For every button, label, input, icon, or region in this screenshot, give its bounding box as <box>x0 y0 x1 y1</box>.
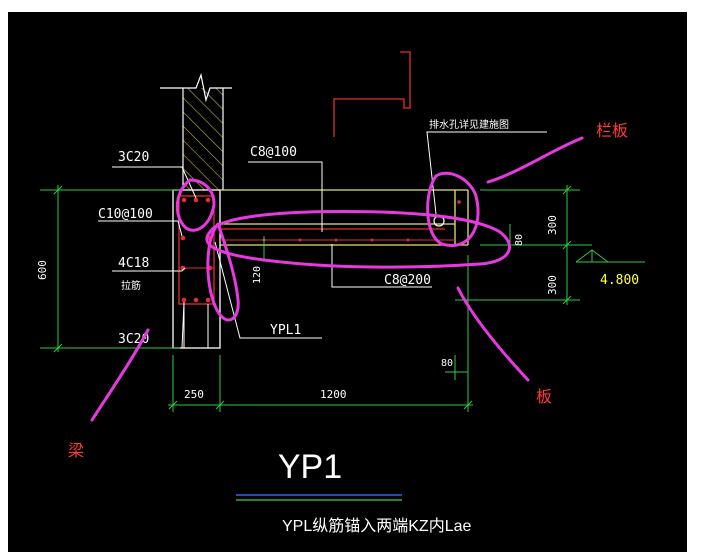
markup-arrow-slab <box>456 286 530 382</box>
markup-loop-beam <box>206 222 240 322</box>
tick <box>53 343 63 353</box>
leader-slab-top <box>248 161 323 232</box>
leader-slab-bottom <box>331 244 432 288</box>
leader-stirrup <box>98 220 183 237</box>
dim-upper-height: 300 <box>546 215 559 235</box>
side-bar-1 <box>180 235 186 241</box>
bottom-bar-3 <box>205 297 211 303</box>
tick <box>562 295 572 305</box>
title-note: YPL纵筋锚入两端KZ内Lae <box>282 517 471 535</box>
markup-circle-drain <box>426 171 480 247</box>
tick <box>215 400 225 410</box>
top-bar-1 <box>181 197 187 203</box>
tick <box>562 240 572 250</box>
break-line <box>160 72 232 103</box>
markup-circle-top-bars <box>175 178 216 232</box>
drawing-area <box>8 12 687 552</box>
markup-arrow-parapet <box>486 136 584 184</box>
beam-stirrup <box>178 195 215 305</box>
label-side-bars: 4C18 <box>118 256 149 271</box>
tick <box>463 400 473 410</box>
leader-drain <box>426 131 547 215</box>
label-slab-bottom-bars: C8@200 <box>384 273 431 288</box>
parapet-above-outline <box>333 51 411 137</box>
markup-label-slab: 板 <box>536 388 552 406</box>
dimension-lines <box>40 185 645 412</box>
markup-label-parapet: 栏板 <box>596 122 628 140</box>
slab-dist-bar-2 <box>298 238 302 242</box>
label-slab-top-bars: C8@100 <box>250 145 297 160</box>
markup-arrow-beam <box>90 328 150 422</box>
top-bar-2 <box>193 197 199 203</box>
tick <box>562 185 572 195</box>
leader-top-bars <box>112 166 197 199</box>
markup-strokes <box>90 136 584 422</box>
parapet-bar <box>457 200 461 204</box>
leader-side-bars <box>112 267 186 272</box>
label-stirrup: C10@100 <box>98 207 153 222</box>
annotations: 3C20 C10@100 4C18 拉筋 3C20 C8@100 C8@200 … <box>98 118 509 347</box>
label-drain-note: 排水孔详见建施图 <box>429 118 509 131</box>
cantilever-slab <box>220 189 469 246</box>
label-slab-name: YPL1 <box>270 323 301 338</box>
bottom-bar-2 <box>193 297 199 303</box>
dimension-text: 600 300 300 80 120 80 250 1200 <box>36 215 559 401</box>
dim-beam-height: 600 <box>36 260 49 280</box>
markup-label-beam: 梁 <box>68 442 84 460</box>
dim-slab-120: 120 <box>252 266 263 284</box>
upper-wall <box>160 72 232 190</box>
tick <box>168 400 178 410</box>
elevation-value: 4.800 <box>600 273 639 288</box>
markup-loop-slab <box>205 210 511 269</box>
dim-80-label: 80 <box>441 358 453 369</box>
leader-slab-name <box>214 241 322 339</box>
slab-dist-bar-3 <box>334 238 338 242</box>
slab-dist-bar-5 <box>406 238 410 242</box>
markup-labels: 栏板 板 梁 <box>68 122 628 460</box>
dim-lower-height: 300 <box>546 275 559 295</box>
label-top-bars: 3C20 <box>118 150 149 165</box>
top-bar-3 <box>205 197 211 203</box>
tick <box>53 185 63 195</box>
wall-hatch <box>183 88 223 190</box>
beam-outline <box>172 189 221 349</box>
bottom-bar-1 <box>181 297 187 303</box>
dim-parapet-thk: 80 <box>514 234 525 246</box>
label-tie: 拉筋 <box>121 279 141 292</box>
dim-cantilever: 1200 <box>320 388 347 401</box>
dim-beam-width: 250 <box>184 388 204 401</box>
slab-dist-bar-4 <box>370 238 374 242</box>
drawing-title: YP1 <box>278 448 342 486</box>
